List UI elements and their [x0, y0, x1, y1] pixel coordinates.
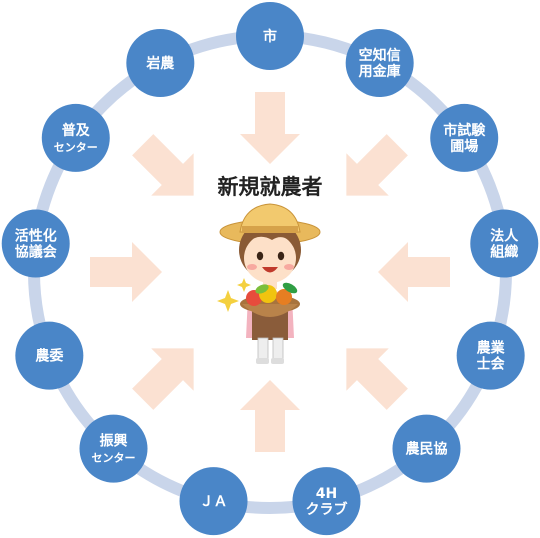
node-label: 組織	[490, 244, 518, 261]
node-label: 市	[263, 28, 277, 45]
node-label: 農委	[35, 348, 63, 365]
node-label: ＪＡ	[200, 494, 228, 510]
inward-arrows	[90, 92, 450, 452]
center-title: 新規就農者	[218, 175, 323, 199]
node-circle	[292, 467, 361, 536]
node-circle	[456, 321, 525, 390]
inward-arrow	[346, 348, 408, 410]
node-label: 市試験	[443, 122, 486, 139]
node-label: 用金庫	[359, 63, 401, 80]
node-label: 農業	[477, 340, 506, 357]
inward-arrow	[90, 242, 162, 302]
node-ja: ＪＡ	[179, 467, 248, 536]
node-label: 普及	[62, 122, 91, 139]
node-label: 士会	[477, 356, 506, 373]
node-label: 圃場	[450, 138, 478, 155]
node-nominkyo: 農民協	[392, 414, 461, 483]
farmer-with-vegetables-icon	[217, 203, 321, 364]
node-label: 法人	[490, 228, 519, 245]
node-label: 4H	[316, 486, 337, 502]
node-label: 空知信	[359, 47, 401, 64]
inward-arrow	[240, 380, 300, 452]
node-circle	[126, 29, 195, 98]
node-label: 農民協	[405, 441, 447, 458]
inward-arrow	[132, 134, 194, 196]
inward-arrow	[346, 134, 408, 196]
node-circle	[236, 2, 304, 70]
node-circle	[470, 209, 539, 278]
node-circle	[430, 103, 499, 172]
inward-arrow	[132, 348, 194, 410]
node-circle	[345, 29, 414, 98]
node-circle	[15, 321, 84, 390]
inward-arrow	[240, 92, 300, 164]
node-label: センター	[54, 141, 98, 154]
node-iwano: 岩農	[126, 29, 195, 98]
node-label: 岩農	[145, 55, 174, 72]
node-label: 活性化	[15, 228, 57, 245]
node-label: 協議会	[15, 244, 58, 261]
node-circle	[79, 414, 148, 483]
node-noi: 農委	[15, 321, 84, 390]
node-circle	[179, 467, 248, 536]
node-shi: 市	[236, 2, 304, 70]
node-label: 振興	[100, 433, 128, 450]
node-circle	[1, 209, 70, 278]
inward-arrow	[378, 242, 450, 302]
node-circle	[41, 103, 110, 172]
node-circle	[392, 414, 461, 483]
node-label: クラブ	[305, 501, 347, 518]
node-label: センター	[92, 452, 136, 465]
